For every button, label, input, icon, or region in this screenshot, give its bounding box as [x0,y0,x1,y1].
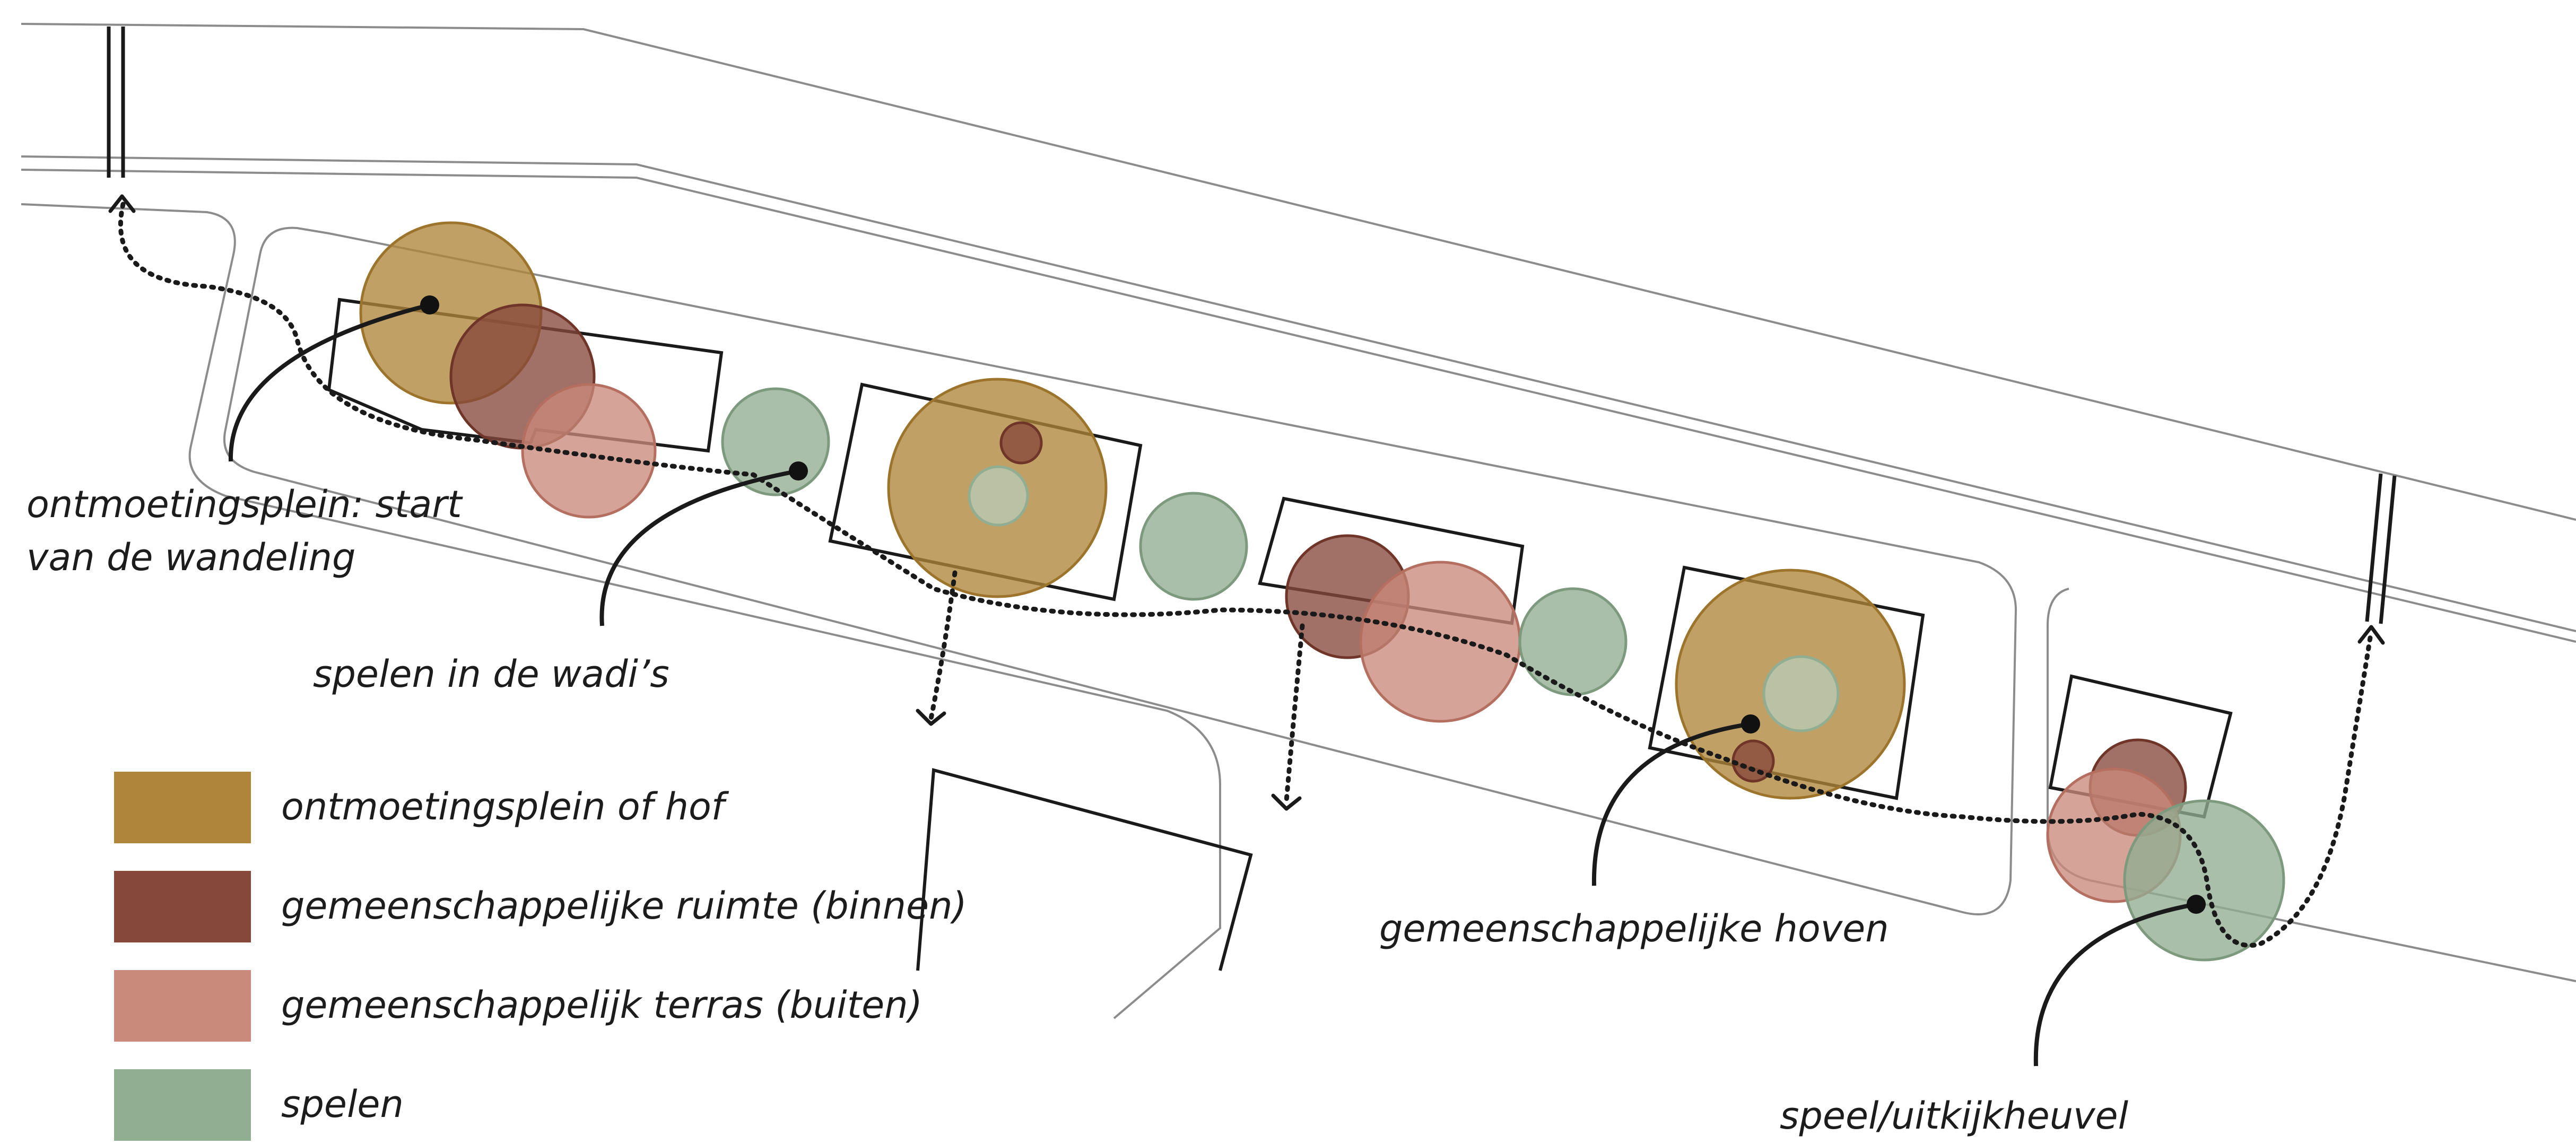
legend-swatch-ruimte [114,871,251,942]
activity-circles [359,221,2285,962]
callout-line-hoven [1591,722,1751,886]
callout-line-wadi [599,469,799,626]
arrow-end [2357,625,2385,645]
spelen-circle-2 [968,465,1029,527]
legend-label-spelen: spelen [281,1082,404,1126]
spelen-circle-6 [2123,799,2285,962]
legend-swatch-plein [114,772,251,843]
legend-label-plein: ontmoetingsplein of hof [281,785,729,828]
label-start-line1: ontmoetingsplein: start [27,483,463,526]
plot-west [223,226,2017,915]
legend-label-terras: gemeenschappelijk terras (buiten) [281,983,923,1027]
legend: ontmoetingsplein of hof gemeenschappelij… [114,772,967,1141]
terras-circle-1 [521,383,657,519]
route-arrows [108,194,2385,811]
spelen-circle-1 [721,387,830,496]
arrow-branch-1 [916,709,946,726]
buildings [327,298,2233,819]
road-line-1 [21,23,2576,521]
label-heuvel: speel/uitkijkheuvel [1780,1094,2129,1138]
callout-dot-wadi [789,461,808,481]
legend-label-ruimte: gemeenschappelijke ruimte (binnen) [281,884,967,928]
road-line-2 [21,155,2576,632]
arrow-branch-2 [1271,793,1302,811]
walking-route [118,202,2374,948]
spelen-circle-5 [1762,655,1840,732]
route-branch-1 [928,570,958,721]
route-main [118,202,2374,948]
callout-lines [228,303,2197,1067]
plot-outlines [223,226,2017,915]
legend-swatch-terras [114,970,251,1042]
building-south-frame [916,768,1253,971]
label-start-line2: van de wandeling [27,536,355,579]
callout-line-start [228,303,430,462]
bridge-markers [107,27,2397,624]
ruimte-circle-2 [999,421,1043,465]
callout-dot-hoven [1741,714,1760,733]
callout-dot-heuvel [2187,895,2206,914]
arrow-start [108,194,136,213]
terras-circle-2 [1359,561,1521,723]
label-hoven: gemeenschappelijke hoven [1379,907,1889,950]
bridge-ne-right [2379,475,2397,624]
label-wadi: spelen in de wadi’s [313,652,669,696]
callout-line-heuvel [2033,902,2197,1067]
legend-swatch-spelen [114,1069,251,1141]
bridge-ne-left [2365,473,2383,622]
spelen-circle-4 [1518,587,1628,696]
route-branch-2 [1284,623,1305,804]
spelen-circle-3 [1139,492,1248,601]
callout-dot-start [420,295,439,315]
road-line-3 [21,169,2576,643]
callout-dots [420,295,2206,914]
road-line-4 [21,203,1221,1019]
